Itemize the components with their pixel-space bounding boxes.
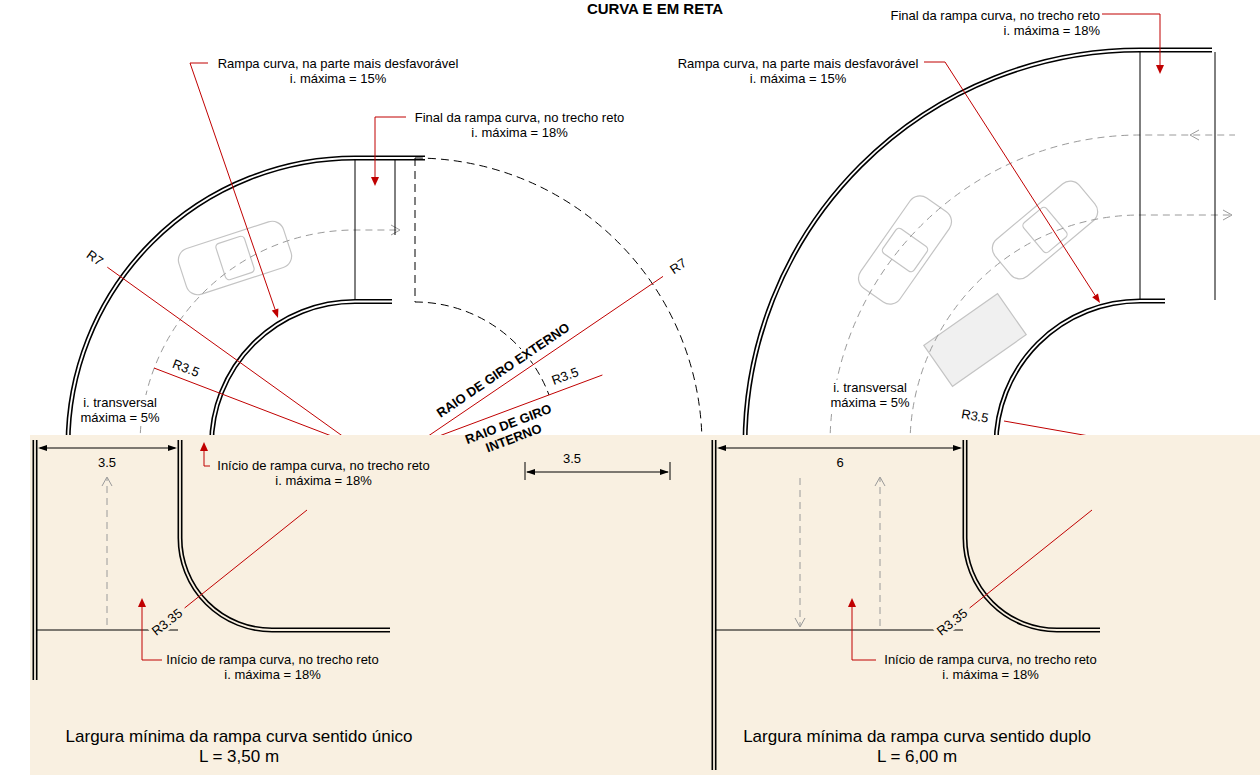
- dimension-tick: [525, 462, 526, 480]
- dimension-label: 3.5: [96, 455, 118, 470]
- annotation-note: Final da rampa curva, no trecho reto i. …: [410, 110, 629, 140]
- dimension-arrow: [526, 469, 535, 475]
- lane-arrow: [102, 477, 112, 486]
- lane-axis: [910, 215, 1232, 445]
- section-line: [1215, 52, 1216, 300]
- arrowhead: [1092, 294, 1100, 304]
- lane-arrow: [795, 618, 805, 627]
- arrowhead: [1156, 65, 1164, 74]
- ramp-wall-core: [965, 440, 1100, 630]
- annotation-note: Rampa curva, na parte mais desfavorável …: [672, 56, 924, 86]
- section-line: [355, 158, 356, 301]
- lane-axis: [107, 478, 108, 625]
- annotation-note: Final da rampa curva, no trecho reto i. …: [883, 8, 1102, 38]
- annotation-note: Início de rampa curva, no trecho reto i.…: [880, 652, 1101, 682]
- ramp-wall-core: [713, 440, 715, 770]
- ramp-wall: [33, 440, 38, 680]
- leader-line: [924, 62, 1095, 295]
- figure-caption: Largura mínima da rampa curva sentido du…: [738, 727, 1096, 767]
- radius-line: [970, 510, 1092, 608]
- parked-block: [924, 294, 1026, 387]
- ramp-wall-core: [68, 158, 425, 445]
- ramp-wall: [68, 158, 425, 445]
- radius-label: R7: [665, 254, 690, 278]
- radius-label: R3.5: [958, 406, 992, 426]
- detail-panel: [30, 435, 1260, 775]
- radius-label: R7: [82, 246, 108, 270]
- arrowhead: [200, 442, 208, 451]
- leader-line: [1102, 14, 1160, 66]
- section-line: [716, 630, 963, 631]
- arrowhead-group: [272, 65, 1164, 318]
- dimension-arrow: [660, 469, 669, 475]
- dimension-line: [40, 448, 175, 449]
- leader-line: [852, 605, 876, 660]
- dimension-arrow: [717, 445, 726, 451]
- car-body: [854, 191, 956, 309]
- ramp-wall-core: [34, 440, 36, 680]
- ramp-wall: [712, 440, 717, 770]
- annotation-note: Início de rampa curva, no trecho reto i.…: [162, 652, 383, 682]
- radius-line: [185, 510, 307, 608]
- car-roof: [1021, 206, 1068, 254]
- car-sketch: [175, 218, 294, 298]
- car-sketch: [987, 176, 1102, 283]
- radius-label: R3.5: [169, 355, 204, 380]
- page-title: CURVA E EM RETA: [587, 0, 723, 17]
- car-body: [175, 218, 294, 298]
- leader-group: [107, 14, 1160, 445]
- lane-arrow: [1223, 210, 1232, 220]
- lane-axis: [140, 230, 400, 445]
- dimension-label: 3.5: [561, 451, 583, 466]
- section-line: [1140, 52, 1141, 301]
- dimension-tick: [670, 462, 671, 480]
- dimension-arrow: [953, 445, 962, 451]
- arrowhead: [138, 598, 146, 607]
- ramp-wall-core: [212, 302, 393, 446]
- lane-axis: [880, 478, 881, 626]
- car-sketch: [854, 191, 956, 309]
- ramp-wall: [745, 50, 1212, 445]
- leader-line: [190, 63, 275, 310]
- car-roof: [215, 235, 255, 280]
- arrowhead: [272, 308, 279, 318]
- dimension-line: [527, 472, 668, 473]
- construction-line: [415, 158, 416, 302]
- ramp-wall: [996, 301, 1165, 445]
- leader-line: [375, 117, 406, 178]
- ramp-wall: [212, 302, 393, 446]
- lane-arrow: [1190, 130, 1199, 140]
- turn-radius-arc: [415, 158, 702, 445]
- leader-group: [142, 449, 1092, 660]
- arrowhead: [371, 177, 379, 186]
- dimension-arrow: [168, 445, 177, 451]
- ramp-wall-core: [745, 50, 1212, 445]
- dimension-label: 6: [834, 455, 845, 470]
- hatched-area: [924, 294, 1026, 387]
- slope-note: i. transversal máxima = 5%: [78, 395, 162, 425]
- car-body: [987, 176, 1102, 283]
- figure-caption: Largura mínima da rampa curva sentido ún…: [60, 727, 418, 767]
- section-line: [395, 158, 396, 235]
- car-roof: [881, 227, 929, 273]
- slope-note: i. transversal máxima = 5%: [828, 380, 912, 410]
- lane-axis: [800, 478, 801, 626]
- arrowhead: [848, 598, 856, 607]
- leader-line: [204, 449, 210, 466]
- radius-line: [154, 368, 355, 445]
- dimension-line: [719, 448, 960, 449]
- lane-arrow: [875, 477, 885, 486]
- annotation-note: Início de rampa curva, no trecho reto i.…: [213, 458, 434, 488]
- ramp-wall: [965, 440, 1100, 630]
- annotation-note: Rampa curva, na parte mais desfavorável …: [212, 56, 464, 86]
- arrowhead-group: [138, 442, 856, 607]
- ramp-wall-core: [996, 301, 1165, 445]
- dimension-arrow: [38, 445, 47, 451]
